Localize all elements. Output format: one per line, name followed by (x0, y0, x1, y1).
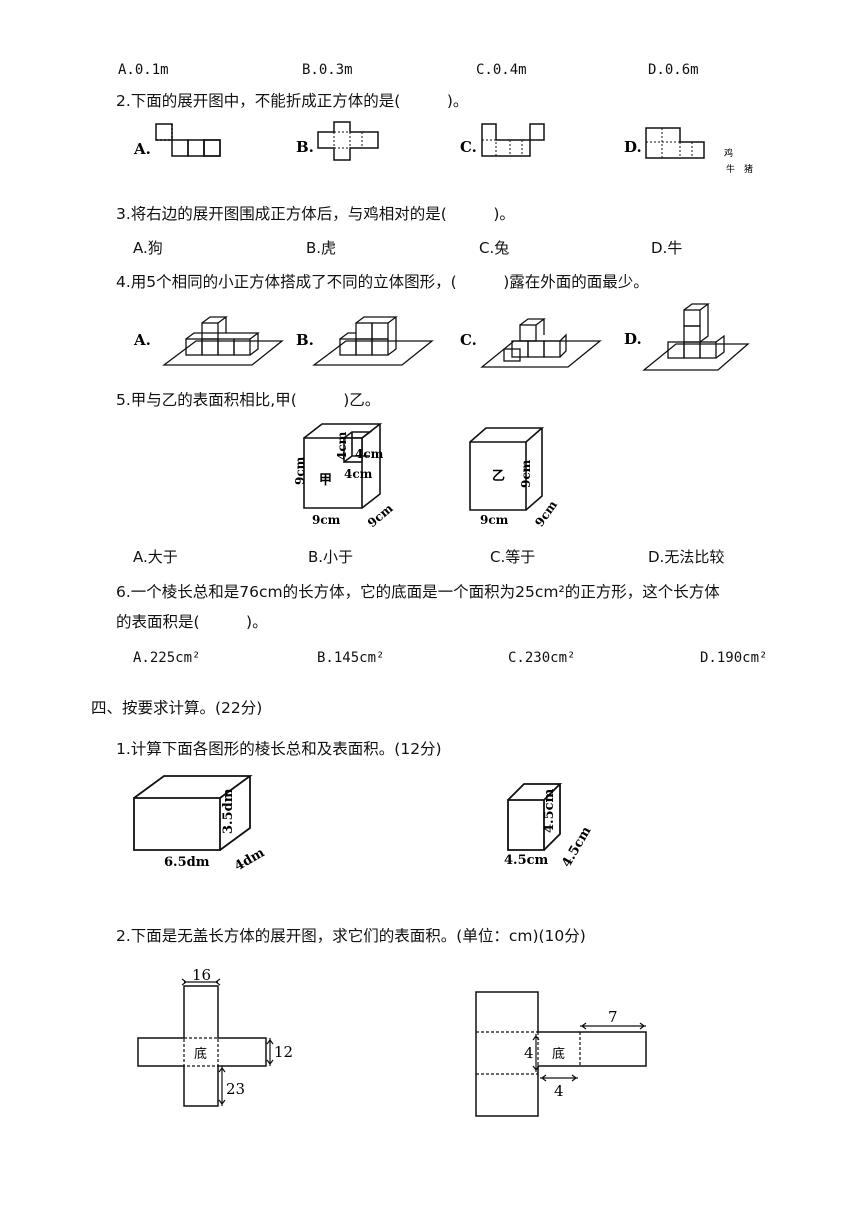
svg-text:4.5cm: 4.5cm (559, 824, 594, 870)
section4-part2: 2.下面是无盖长方体的展开图，求它们的表面积。(单位：cm)(10分) (116, 927, 586, 945)
q6-stem-line1: 6.一个棱长总和是76cm的长方体，它的底面是一个面积为25cm²的正方形，这个… (116, 583, 720, 601)
svg-text:乙: 乙 (492, 469, 505, 484)
net-label-chicken: 鸡 (724, 147, 733, 159)
svg-text:底: 底 (552, 1046, 565, 1062)
q2-label-c: C. (460, 138, 477, 156)
svg-text:D.: D. (624, 330, 642, 348)
q5-figure-yi: 乙 9cm 9cm 9cm (462, 420, 572, 530)
q2-figure-b: B. (296, 118, 386, 162)
svg-text:3.5dm: 3.5dm (221, 788, 236, 834)
svg-text:9cm: 9cm (365, 501, 396, 530)
svg-text:9cm: 9cm (293, 456, 307, 485)
svg-text:6.5dm: 6.5dm (164, 855, 210, 870)
q2-figure-a: A. (133, 118, 224, 162)
section4-title: 四、按要求计算。(22分) (91, 699, 263, 717)
net1-figure: 16 12 23 底 (136, 960, 306, 1120)
q6-option-c: C.230cm² (508, 650, 576, 666)
q4-figure-c: C. (460, 305, 610, 377)
q5-figure-jia: 甲 9cm 9cm 9cm 4cm 4cm 4cm (282, 420, 402, 530)
svg-text:4cm: 4cm (355, 447, 384, 461)
q4-figure-b: B. (296, 305, 446, 377)
svg-text:甲: 甲 (319, 473, 332, 488)
net-label-cow: 牛 (726, 163, 735, 175)
q1-option-c: C.0.4m (476, 62, 527, 78)
q4-figure-a: A. (133, 305, 284, 377)
svg-text:4: 4 (554, 1082, 564, 1100)
q5-stem: 5.甲与乙的表面积相比,甲( )乙。 (116, 391, 381, 409)
q3-option-b: B.虎 (306, 239, 337, 257)
q2-label-a: A. (133, 140, 151, 158)
q3-option-a: A.狗 (133, 239, 163, 257)
svg-text:C.: C. (460, 331, 477, 349)
q6-option-b: B.145cm² (317, 650, 385, 666)
section4-part1: 1.计算下面各图形的棱长总和及表面积。(12分) (116, 740, 442, 758)
q2-figure-c: C. (460, 118, 550, 162)
svg-text:4cm: 4cm (344, 467, 373, 481)
svg-text:4.5cm: 4.5cm (504, 853, 549, 868)
svg-text:9cm: 9cm (312, 513, 341, 527)
q6-stem-line2: 的表面积是( )。 (116, 613, 268, 631)
svg-text:9cm: 9cm (532, 498, 560, 530)
q2-label-b: B. (296, 138, 314, 156)
svg-text:A.: A. (133, 331, 151, 349)
q3-option-d: D.牛 (651, 239, 683, 257)
q4-stem: 4.用5个相同的小正方体搭成了不同的立体图形，( )露在外面的面最少。 (116, 273, 649, 291)
q5-option-c: C.等于 (490, 548, 536, 566)
q1-option-b: B.0.3m (302, 62, 353, 78)
svg-text:12: 12 (274, 1043, 293, 1061)
net-label-pig: 猪 (744, 163, 753, 175)
svg-text:4cm: 4cm (335, 431, 349, 460)
svg-text:9cm: 9cm (519, 459, 533, 488)
q6-option-a: A.225cm² (133, 650, 201, 666)
svg-text:23: 23 (226, 1080, 245, 1098)
q5-option-a: A.大于 (133, 548, 178, 566)
q1-option-a: A.0.1m (118, 62, 169, 78)
q4-figure-d: D. (624, 298, 754, 378)
svg-text:4: 4 (524, 1044, 534, 1062)
svg-text:B.: B. (296, 331, 314, 349)
svg-text:7: 7 (608, 1008, 618, 1026)
q5-option-d: D.无法比较 (648, 548, 725, 566)
svg-text:4.5cm: 4.5cm (542, 788, 557, 833)
q1-option-d: D.0.6m (648, 62, 699, 78)
svg-text:底: 底 (194, 1046, 207, 1062)
net2-figure: 7 4 4 底 (470, 990, 660, 1120)
q3-option-c: C.兔 (479, 239, 510, 257)
svg-text:9cm: 9cm (480, 513, 509, 527)
q2-label-d: D. (624, 138, 642, 156)
q5-option-b: B.小于 (308, 548, 354, 566)
cuboid-figure: 3.5dm 6.5dm 4dm (128, 770, 278, 874)
cube-figure: 4.5cm 4.5cm 4.5cm (500, 770, 600, 870)
svg-text:16: 16 (192, 966, 211, 984)
q3-stem: 3.将右边的展开图围成正方体后，与鸡相对的是( )。 (116, 205, 515, 223)
q2-stem: 2.下面的展开图中，不能折成正方体的是( )。 (116, 92, 469, 110)
q6-option-d: D.190cm² (700, 650, 768, 666)
svg-text:4dm: 4dm (232, 845, 267, 874)
q2-figure-d: D. 鸡 牛 猪 (624, 118, 754, 178)
